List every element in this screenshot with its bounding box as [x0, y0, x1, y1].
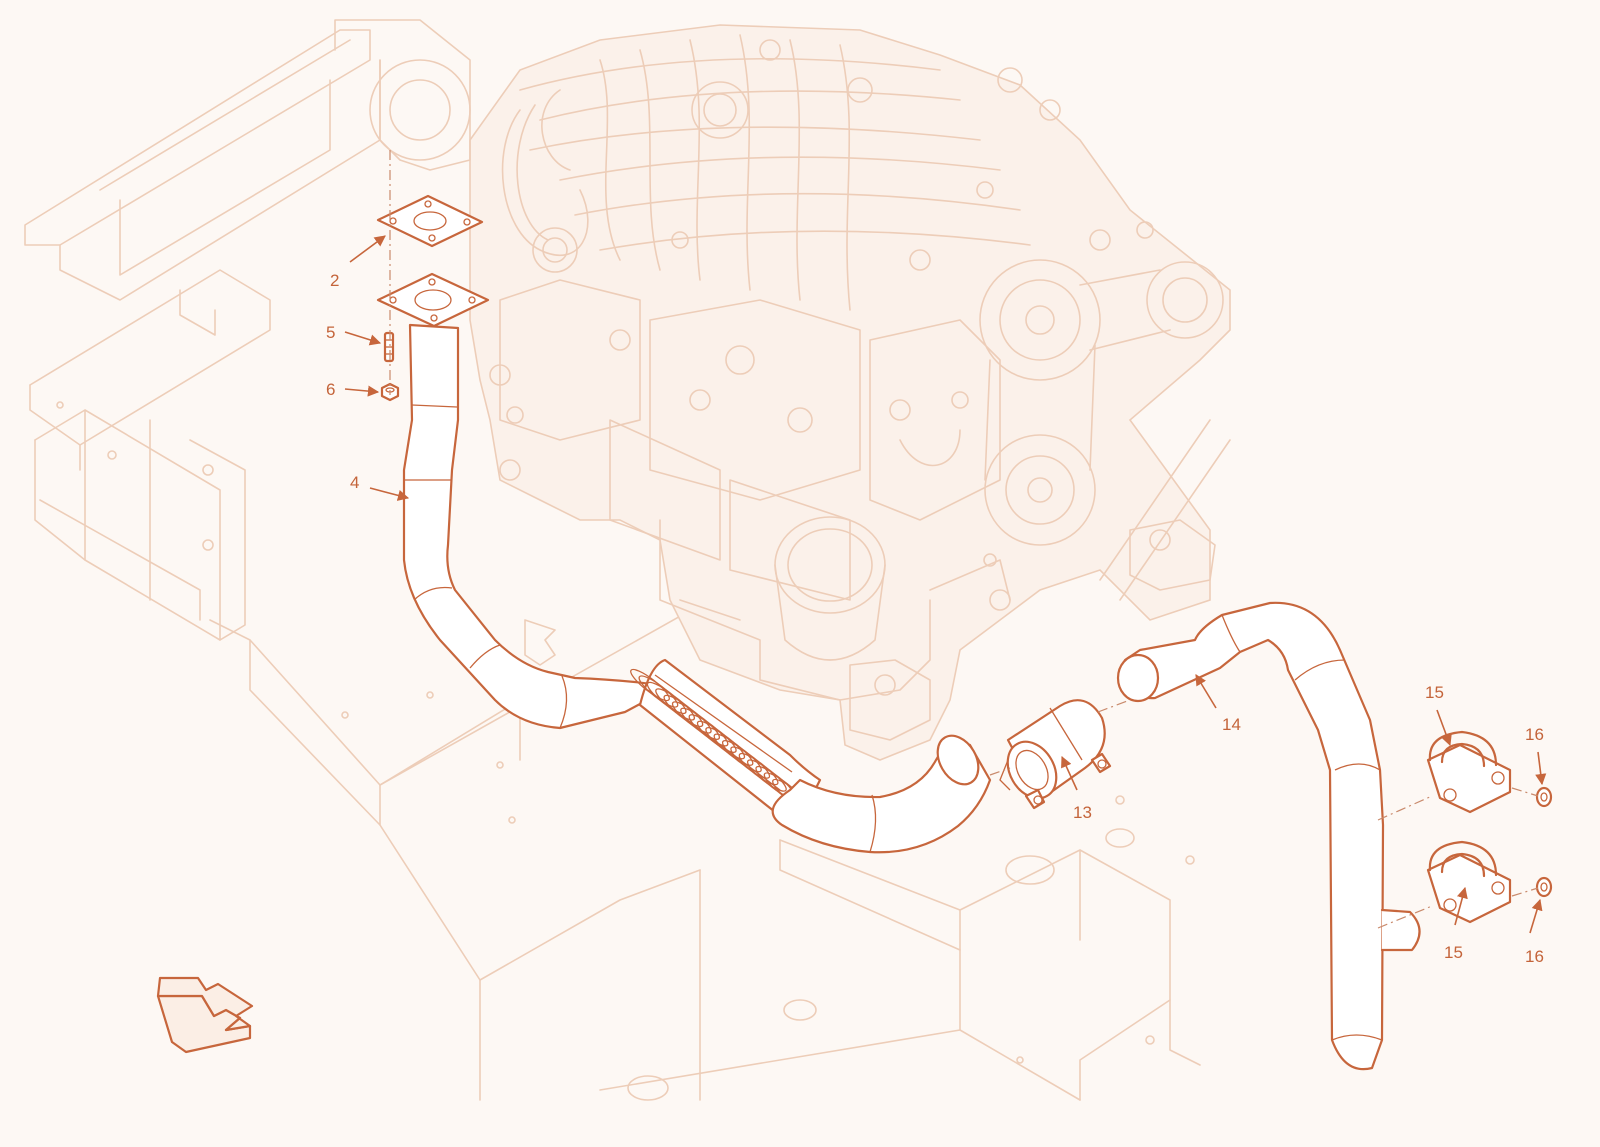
- front-direction-arrow-icon: [156, 976, 254, 1054]
- callout-6: 6: [326, 380, 335, 399]
- assembly-center-lines: [389, 150, 1539, 929]
- pipe-clamp-13: [999, 699, 1112, 810]
- tailpipe-14: [1116, 601, 1421, 1071]
- callout-2: 2: [330, 271, 339, 290]
- callout-14: 14: [1222, 715, 1241, 734]
- flange-stud-and-nut: [380, 331, 400, 402]
- callout-16-upper: 16: [1525, 725, 1544, 744]
- callout-labels: 2 5 6 4 13 14 15 16 15 16: [326, 271, 1544, 966]
- exhaust-gaskets: [376, 194, 490, 328]
- nuts-16: [1535, 786, 1553, 898]
- callout-15-lower: 15: [1444, 943, 1463, 962]
- callout-leader-lines: [344, 235, 1547, 934]
- callout-13: 13: [1073, 803, 1092, 822]
- callout-5: 5: [326, 323, 335, 342]
- machine-frame-ghost: [24, 29, 1201, 1101]
- u-bolt-clamp-15-upper: [1426, 730, 1512, 814]
- outlet-bend-pipe: [771, 734, 992, 854]
- callout-16-lower: 16: [1525, 947, 1544, 966]
- flex-bellows-section: [630, 658, 822, 822]
- engine-block-ghost: [334, 19, 1231, 761]
- u-bolt-clamp-15-lower: [1426, 840, 1512, 924]
- callout-4: 4: [350, 473, 359, 492]
- callout-15-upper: 15: [1425, 683, 1444, 702]
